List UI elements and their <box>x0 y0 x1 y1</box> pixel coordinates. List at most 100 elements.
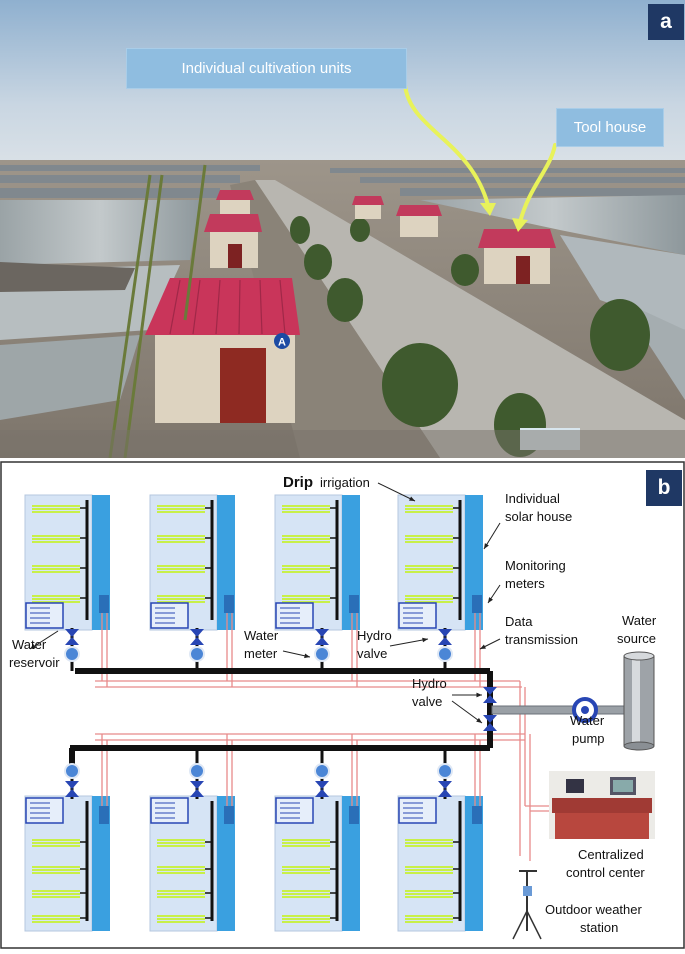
greenhouse-photo: A <box>0 0 685 458</box>
drip-line-bed <box>32 598 80 600</box>
drip-line-bed <box>282 866 330 868</box>
water-reservoir <box>398 602 437 629</box>
drip-line-bed <box>405 915 453 917</box>
water-reservoir <box>398 797 437 824</box>
drip-line-bed <box>282 565 330 567</box>
arrow-to-tool-house <box>518 143 557 224</box>
drip-line-bed <box>157 601 205 603</box>
label-control-2: control center <box>566 865 645 880</box>
label-weather-2: station <box>580 920 618 935</box>
drip-line-bed <box>32 508 80 510</box>
drip-line-bed <box>157 845 205 847</box>
drip-line-bed <box>405 535 453 537</box>
drip-line-bed <box>282 918 330 920</box>
solar-house <box>274 494 360 631</box>
hydro-valve <box>315 629 329 637</box>
drip-line-bed <box>157 893 205 895</box>
drip-line-bed <box>282 508 330 510</box>
drip-line-bed <box>157 538 205 540</box>
drip-line-bed <box>32 601 80 603</box>
drip-line-bed <box>157 839 205 841</box>
drip-line-bed <box>282 541 330 543</box>
hydro-valve <box>315 781 329 789</box>
drip-line-bed <box>32 535 80 537</box>
drip-line-bed <box>282 505 330 507</box>
drip-line-bed <box>32 915 80 917</box>
drip-line-bed <box>282 538 330 540</box>
water-meter-icon <box>314 646 330 662</box>
monitoring-meter <box>472 806 482 824</box>
drip-line-bed <box>405 918 453 920</box>
drip-line-bed <box>405 538 453 540</box>
drip-line-bed <box>157 595 205 597</box>
drip-line-bed <box>282 893 330 895</box>
monitoring-meter <box>349 595 359 613</box>
label-water-source-2: source <box>617 631 656 646</box>
drip-line-bed <box>282 845 330 847</box>
hydro-valve <box>438 781 452 789</box>
drip-line-bed <box>157 535 205 537</box>
drip-line-bed <box>157 511 205 513</box>
monitoring-meter <box>99 595 109 613</box>
drip-line-bed <box>157 915 205 917</box>
house-side-panel <box>465 796 483 931</box>
foreground-house-photo: A <box>145 278 300 423</box>
label-pump-1: Water <box>570 713 605 728</box>
drip-line-bed <box>405 866 453 868</box>
drip-line-bed <box>282 601 330 603</box>
hydro-valve <box>483 687 497 695</box>
drip-line-bed <box>157 896 205 898</box>
water-reservoir <box>25 602 64 629</box>
label-hydro-mid-1: Hydro <box>412 676 447 691</box>
drip-line-bed <box>282 872 330 874</box>
drip-line-bed <box>405 896 453 898</box>
water-meter-icon <box>314 763 330 779</box>
water-meter-icon <box>64 763 80 779</box>
drip-line-bed <box>282 571 330 573</box>
drip-line-bed <box>32 869 80 871</box>
drip-line-bed <box>157 869 205 871</box>
drip-line-bed <box>282 842 330 844</box>
label-hydro-mid-2: valve <box>412 694 442 709</box>
water-meter-icon <box>189 646 205 662</box>
drip-line-bed <box>282 896 330 898</box>
label-reservoir-1: Water <box>12 637 47 652</box>
hydro-valve <box>438 629 452 637</box>
drip-line-bed <box>157 541 205 543</box>
label-data-tx-1: Data <box>505 614 533 629</box>
label-hydro-top-1: Hydro <box>357 628 392 643</box>
water-reservoir <box>275 602 314 629</box>
house-sign-letter: A <box>278 337 286 349</box>
solar-house <box>274 795 360 932</box>
label-hydro-top-2: valve <box>357 646 387 661</box>
drip-line-bed <box>157 918 205 920</box>
drip-line-bed <box>405 893 453 895</box>
drip-line-bed <box>32 921 80 923</box>
drip-line-bed <box>405 890 453 892</box>
house-side-panel <box>217 796 235 931</box>
drip-line-bed <box>32 538 80 540</box>
label-monitoring-2: meters <box>505 576 545 591</box>
water-meter-icon <box>437 646 453 662</box>
drip-line-bed <box>32 845 80 847</box>
solar-house <box>397 795 483 932</box>
water-reservoir <box>150 602 189 629</box>
diagram-panel-b: Drip irrigation Individual solar house M… <box>0 461 685 949</box>
drip-line-bed <box>32 866 80 868</box>
drip-line-bed <box>282 598 330 600</box>
solar-house <box>24 795 110 932</box>
water-meter-icon <box>189 763 205 779</box>
label-drip-bold: Drip <box>283 474 313 491</box>
control-center-photo <box>549 771 655 839</box>
drip-line-bed <box>405 598 453 600</box>
water-reservoir <box>150 797 189 824</box>
drip-line-bed <box>157 866 205 868</box>
water-meter-icon <box>64 646 80 662</box>
pipe-to-pump <box>491 705 633 715</box>
panel-label-b: b <box>646 470 682 506</box>
hydro-valve <box>65 781 79 789</box>
drip-line-bed <box>157 508 205 510</box>
drip-line-bed <box>157 921 205 923</box>
drip-line-bed <box>32 872 80 874</box>
drip-line-bed <box>405 568 453 570</box>
